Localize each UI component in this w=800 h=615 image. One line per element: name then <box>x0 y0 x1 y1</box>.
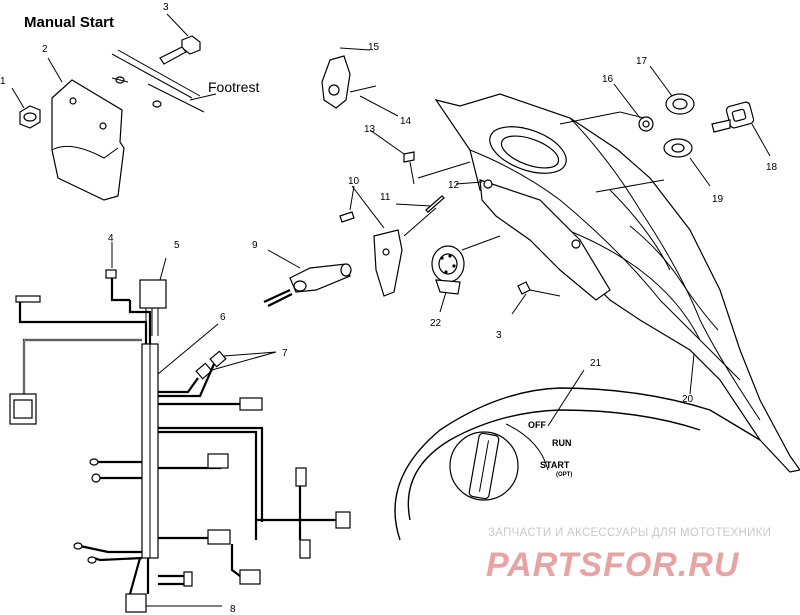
ignition-switch-part-22 <box>431 235 501 313</box>
callout-21: 21 <box>590 358 602 369</box>
callout-2: 2 <box>42 44 48 55</box>
bracket-plate-part-2 <box>47 57 125 201</box>
callout-3-right: 3 <box>496 330 502 341</box>
callout-12: 12 <box>448 180 460 191</box>
nut-part-19 <box>663 138 711 187</box>
key-hardware-group <box>559 65 771 193</box>
console-panel-part-20 <box>434 93 800 473</box>
screw-part-3-right <box>511 281 561 315</box>
callout-9: 9 <box>252 240 258 251</box>
callout-14: 14 <box>400 116 412 127</box>
callout-15: 15 <box>368 42 380 53</box>
footrest-label: Footrest <box>208 79 259 95</box>
grommet-part-17 <box>649 65 695 115</box>
switch-label-start-sub: (OPT) <box>556 472 572 478</box>
callout-16: 16 <box>602 74 614 85</box>
callout-13: 13 <box>364 124 376 135</box>
callout-5: 5 <box>174 240 180 251</box>
callout-7: 7 <box>282 348 288 359</box>
switch-label-start: START <box>540 460 570 470</box>
connector-part-5 <box>139 257 167 336</box>
callout-19: 19 <box>712 194 724 205</box>
watermark-logo: PARTSFOR.RU <box>486 546 740 584</box>
switch-label-run: RUN <box>552 438 572 448</box>
callout-4: 4 <box>108 233 114 244</box>
terminal-part-4 <box>105 242 130 302</box>
wiring-harness-part-6 <box>9 242 351 613</box>
callout-20: 20 <box>682 394 694 405</box>
toggle-switch-part-9 <box>263 249 352 307</box>
watermark: ЗАПЧАСТИ И АКСЕССУАРЫ ДЛЯ МОТОТЕХНИКИ PA… <box>486 527 771 584</box>
callout-11: 11 <box>380 192 391 203</box>
callout-22: 22 <box>430 318 442 329</box>
callout-numbers: 1 2 3 4 5 6 7 8 9 10 11 12 13 14 15 16 1… <box>0 2 778 615</box>
callout-3: 3 <box>163 2 169 13</box>
ignition-key-part-18 <box>711 101 771 157</box>
star-washer-part-16 <box>613 83 654 132</box>
switch-bracket-group <box>321 47 415 185</box>
callout-17: 17 <box>636 56 648 67</box>
bolt-part-3 <box>159 13 201 65</box>
callout-1: 1 <box>0 76 6 87</box>
switch-label-off: OFF <box>528 420 546 430</box>
connectors-part-7 <box>158 350 277 398</box>
callout-8: 8 <box>230 604 236 615</box>
watermark-tagline: ЗАПЧАСТИ И АКСЕССУАРЫ ДЛЯ МОТОТЕХНИКИ <box>488 527 771 539</box>
callout-6: 6 <box>220 312 226 323</box>
footrest-bracket-group: Footrest <box>11 13 259 201</box>
nut-part-1 <box>11 87 41 129</box>
callout-18: 18 <box>766 162 778 173</box>
switch-face-detail-21: OFF RUN START (OPT) <box>394 369 761 541</box>
diagram-title: Manual Start <box>24 14 114 31</box>
switch-mount-group <box>263 161 561 315</box>
callout-10: 10 <box>348 176 360 187</box>
